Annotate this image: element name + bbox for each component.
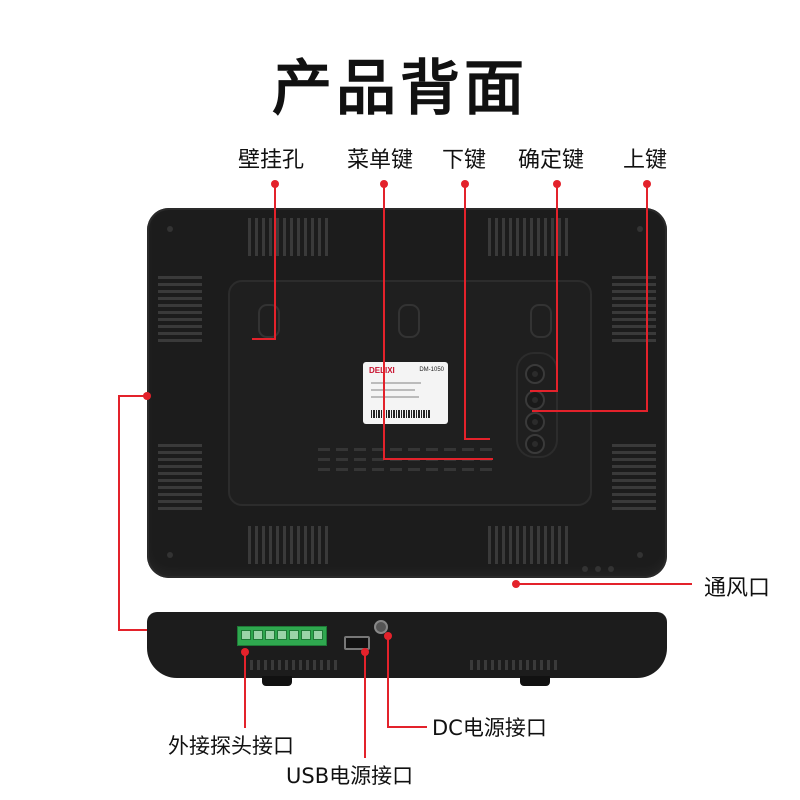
model-number: DM-1050 (419, 367, 444, 373)
label-probe-port: 外接探头接口 (168, 734, 294, 758)
foot (520, 676, 550, 686)
label-menu-key: 菜单键 (347, 148, 414, 173)
vent-hole (582, 566, 588, 572)
screw-hole (637, 552, 643, 558)
vent-bottom-left (248, 526, 328, 564)
dc-port[interactable] (374, 620, 388, 634)
wall-hanger-hole (530, 304, 552, 338)
device-side (147, 612, 667, 678)
barcode (371, 410, 431, 418)
slots (318, 448, 494, 451)
vent-left-lower (158, 440, 202, 510)
foot (262, 676, 292, 686)
vent-bottom-right (488, 526, 568, 564)
label-dc-port: DC电源接口 (432, 716, 547, 740)
screw-hole (167, 226, 173, 232)
slots (318, 468, 494, 471)
button-column (516, 352, 558, 458)
screw-hole (637, 226, 643, 232)
menu-key[interactable] (525, 434, 545, 454)
label-up-key: 上键 (623, 148, 668, 173)
screw-hole (167, 552, 173, 558)
probe-terminal[interactable] (237, 626, 327, 646)
vent-top-right (488, 218, 568, 256)
up-key[interactable] (525, 390, 545, 410)
vent-hole (595, 566, 601, 572)
label-vent: 通风口 (704, 576, 771, 601)
wall-hanger-hole (258, 304, 280, 338)
vent-right-lower (612, 440, 656, 510)
confirm-key[interactable] (525, 364, 545, 384)
label-wall-hole: 壁挂孔 (238, 148, 305, 173)
side-vent (470, 660, 560, 670)
product-label-sticker: DELIXI DM-1050 (363, 362, 448, 424)
usb-port[interactable] (344, 636, 370, 650)
vent-top-left (248, 218, 328, 256)
page-title: 产品背面 (272, 54, 528, 124)
vent-right-upper (612, 272, 656, 342)
label-confirm-key: 确定键 (518, 148, 585, 173)
side-vent (250, 660, 340, 670)
down-key[interactable] (525, 412, 545, 432)
label-down-key: 下键 (442, 148, 487, 173)
wall-hanger-hole (398, 304, 420, 338)
brand-logo: DELIXI (369, 366, 395, 375)
vent-left-upper (158, 272, 202, 342)
label-usb-port: USB电源接口 (286, 764, 414, 788)
vent-hole (608, 566, 614, 572)
